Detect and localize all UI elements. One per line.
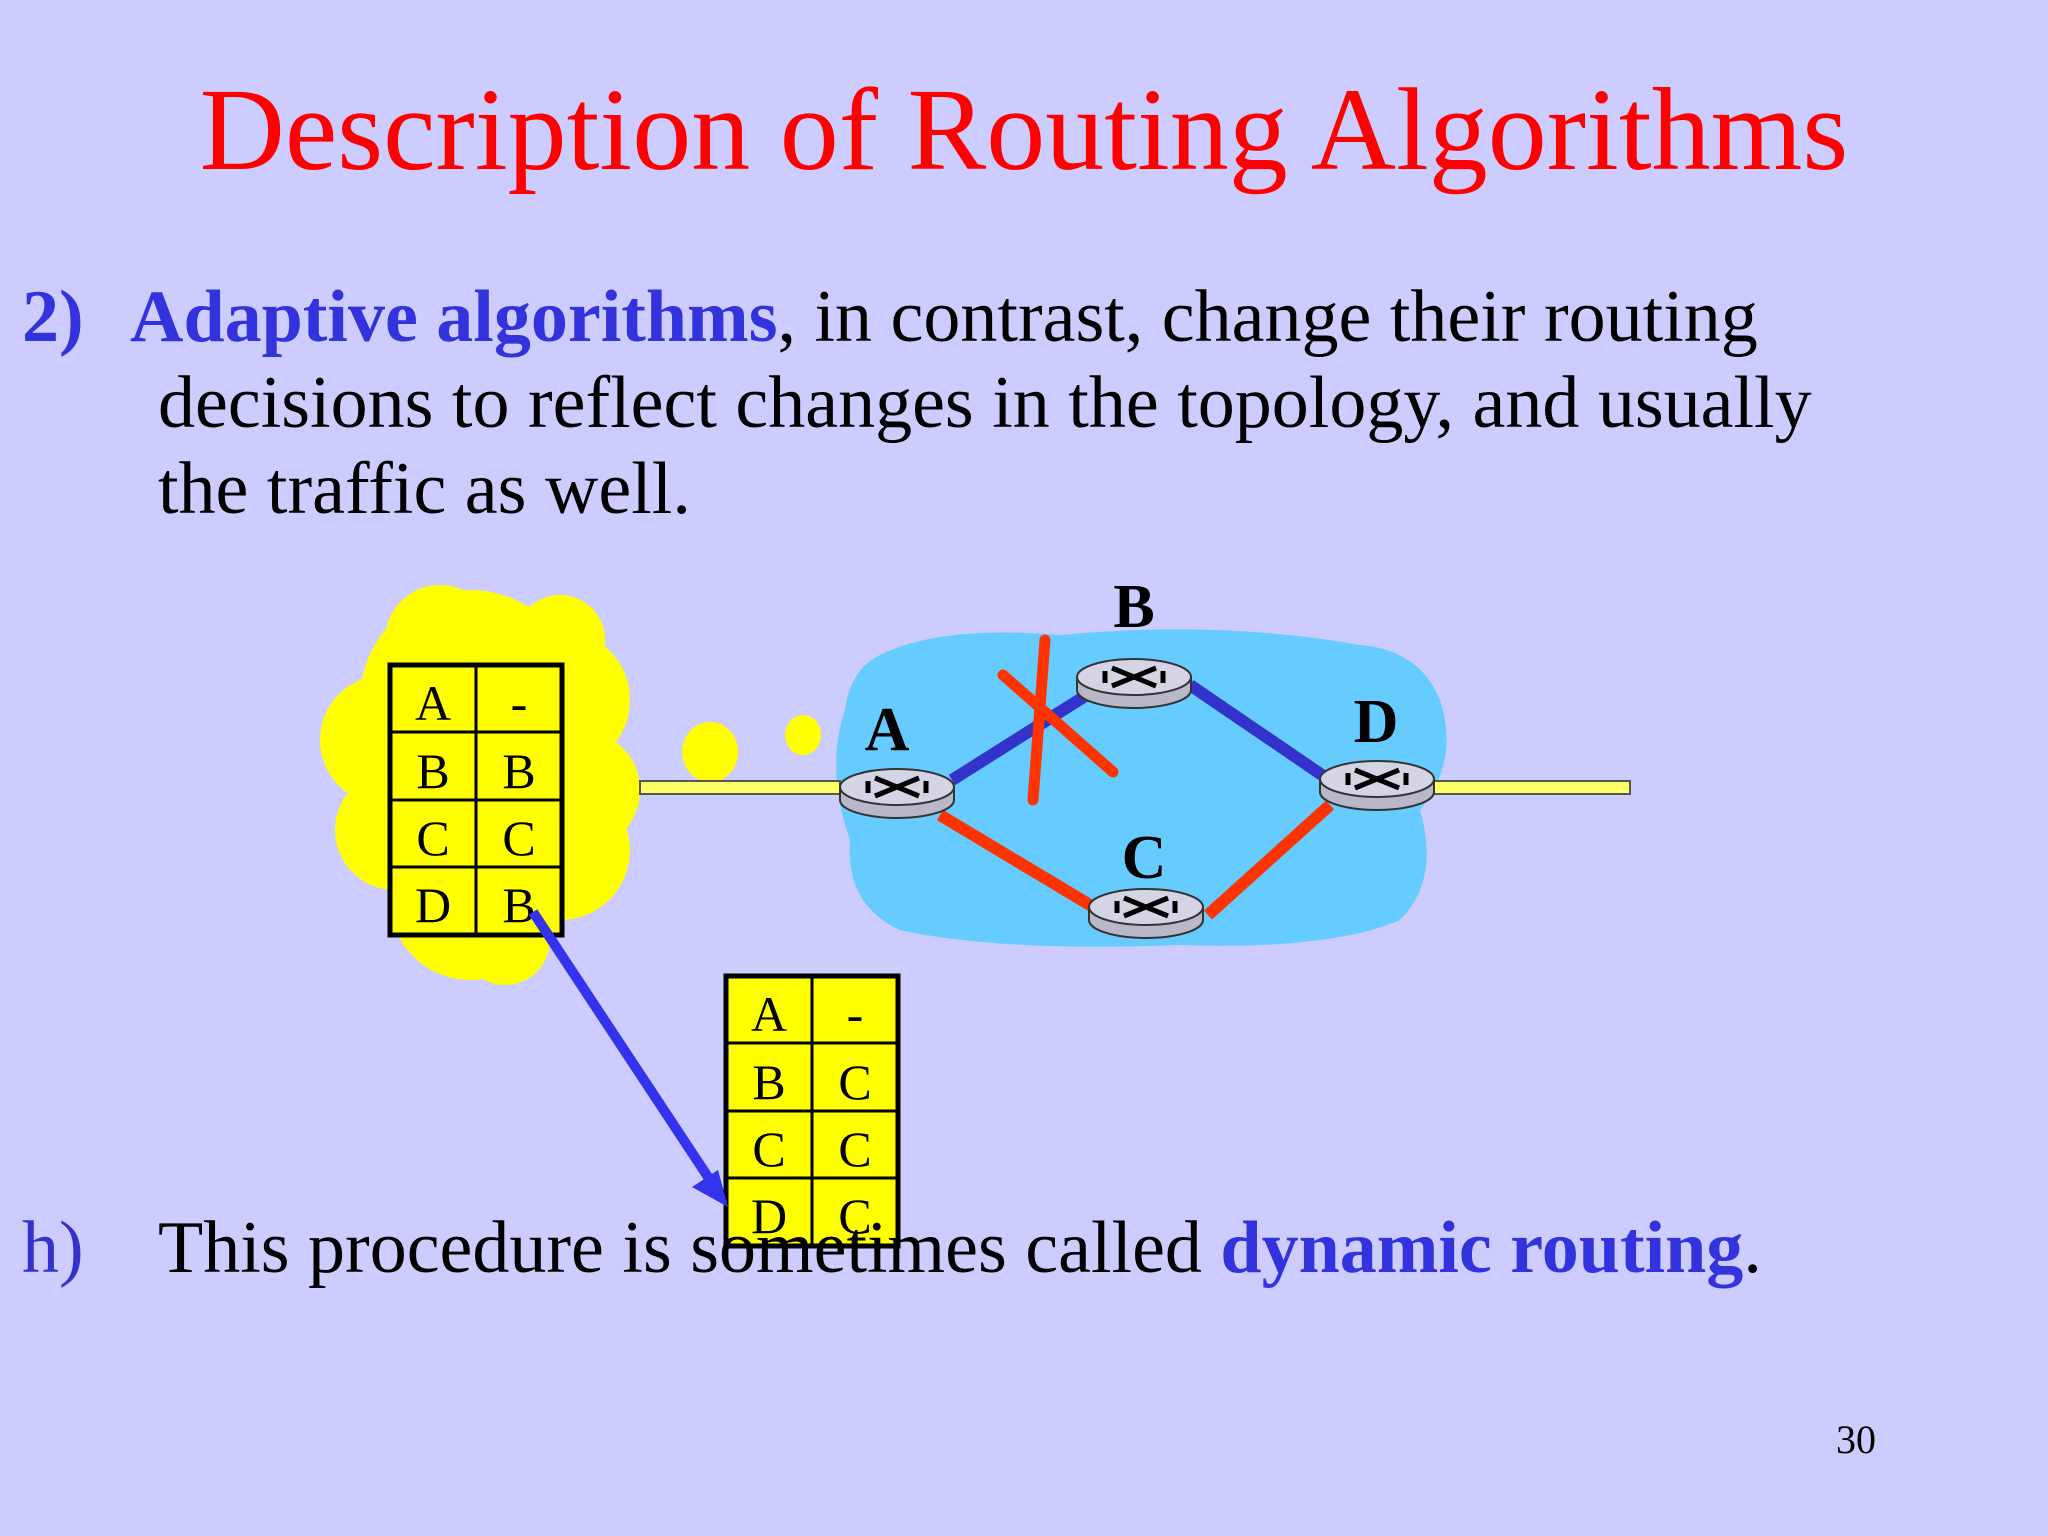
network-cloud [836,629,1447,947]
node-label-a: A [865,696,910,764]
node-label-c: C [1122,824,1167,892]
node-label-b: B [1113,573,1154,641]
router-b [1076,658,1192,709]
term-dynamic-routing: dynamic routing [1220,1207,1744,1289]
table-update-arrow [528,909,728,1207]
router-d [1319,760,1435,811]
old-table-dest-4: D [415,877,451,933]
access-line-left [639,780,841,795]
bullet-text: This procedure is sometimes called [158,1207,1221,1289]
slide-title: Description of Routing Algorithms [199,64,1849,195]
old-table-next-2: B [502,743,535,799]
new-table-next-2: C [838,1054,871,1110]
page-number: 30 [1836,1417,1876,1462]
router-c [1088,888,1204,939]
old-table-next-3: C [502,810,535,866]
old-table-dest-3: C [416,810,449,866]
link-a-b [948,687,1094,786]
old-table-dest-2: B [416,743,449,799]
new-table-next-3: C [838,1121,871,1177]
bullet-text-line1: , in contrast, change their routing [777,276,1758,358]
old-table-dest-1: A [415,675,451,731]
node-label-d: D [1354,688,1399,756]
router-a [839,768,955,819]
new-table-dest-4: D [751,1188,787,1244]
link-b-d [1186,680,1326,780]
new-table-next-1: - [847,986,864,1042]
link-failure-cross [997,634,1119,806]
bullet-text-line3: the traffic as well. [158,448,691,530]
bullet-number: 2) [22,276,84,358]
new-table-dest-2: B [752,1054,785,1110]
bullet-period: . [1743,1207,1762,1289]
routing-table-new: A - B C C C D C [723,973,901,1249]
bullet-dynamic-routing: h) This procedure is sometimes called dyn… [22,1205,2012,1291]
term-adaptive-algorithms: Adaptive algorithms [130,276,778,358]
old-table-next-1: - [511,675,528,731]
new-table-dest-3: C [752,1121,785,1177]
new-table-next-4: C [838,1188,871,1244]
routing-table-old: A - B B C C D B [387,662,565,938]
bullet-marker: h) [22,1207,84,1289]
access-line-right [1424,780,1631,795]
bullet-text-line2: decisions to reflect changes in the topo… [158,362,1812,444]
bullet-adaptive: 2) Adaptive algorithms, in contrast, chan… [22,274,2012,532]
link-c-d [1203,800,1335,920]
new-table-dest-1: A [751,986,787,1042]
old-table-next-4: B [502,877,535,933]
link-a-c [936,809,1099,914]
